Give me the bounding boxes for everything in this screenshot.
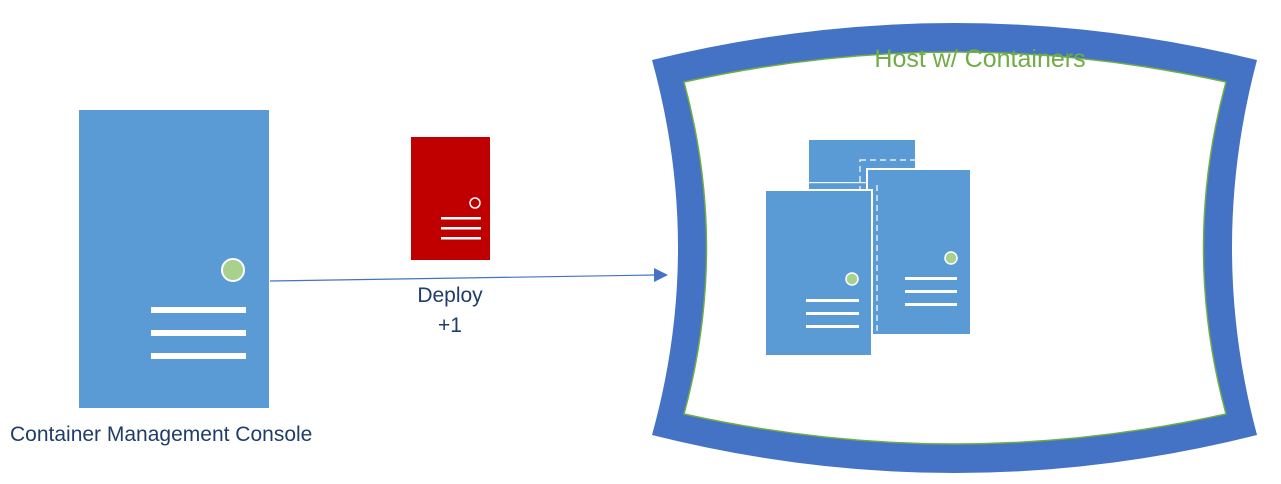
deploy-label-line2: +1 <box>438 314 462 337</box>
deploy-container-vent-line <box>441 217 481 220</box>
container-right <box>866 168 972 336</box>
container-front-vent-line <box>806 299 859 302</box>
host-containers-icon[interactable] <box>764 140 972 357</box>
container-right-vent-line <box>905 290 957 293</box>
deploy-arrow-icon <box>269 268 668 282</box>
console-vent-line <box>151 353 246 359</box>
console-power-indicator-icon <box>221 258 245 282</box>
console-server-icon[interactable] <box>79 110 269 408</box>
container-front-indicator-icon <box>845 272 859 286</box>
container-right-indicator-icon <box>944 251 958 265</box>
console-vent-line <box>151 330 246 336</box>
container-front-vent-line <box>806 325 859 328</box>
deploy-label: Deploy +1 <box>400 281 500 341</box>
deploy-container-vent-line <box>441 227 481 230</box>
container-front <box>764 189 873 357</box>
console-vent-line <box>151 307 246 313</box>
container-dashed-edge <box>809 182 869 184</box>
container-right-vent-line <box>905 277 957 280</box>
console-server-body <box>79 110 269 408</box>
deploy-container-icon[interactable] <box>411 137 490 260</box>
container-front-vent-line <box>806 312 859 315</box>
container-right-vent-line <box>905 303 957 306</box>
deploy-container-vent-line <box>441 237 481 240</box>
console-label: Container Management Console <box>10 423 313 446</box>
deploy-container-indicator-icon <box>469 197 481 209</box>
deploy-label-line1: Deploy <box>417 284 483 307</box>
host-label: Host w/ Containers <box>874 45 1086 73</box>
